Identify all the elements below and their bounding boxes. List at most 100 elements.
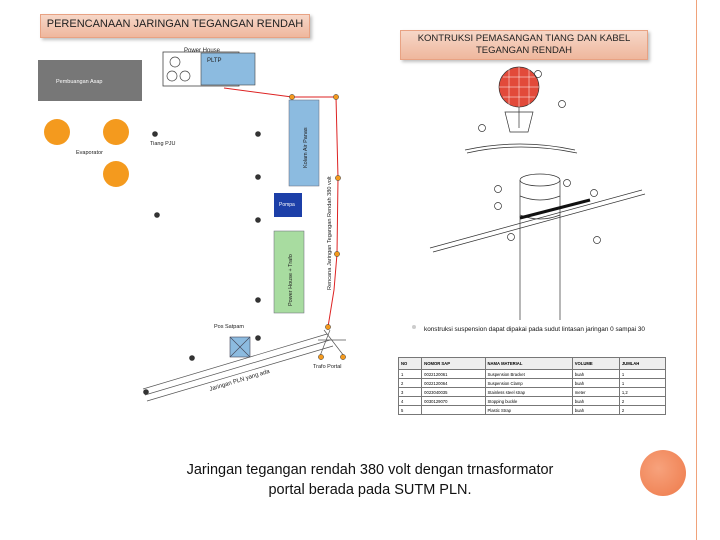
trafo-portal-label: Trafo Portal [313, 364, 342, 370]
pju-pole [154, 212, 160, 218]
power-house-trafo-box [273, 230, 305, 314]
cell: 0022120061 [421, 369, 486, 379]
network-pole [289, 94, 295, 100]
construction-title-line2: TEGANGAN RENDAH [475, 45, 573, 56]
pln-line [144, 339, 331, 396]
cell: 0023040035 [421, 387, 486, 397]
cell: 0022120064 [421, 378, 486, 388]
callout [494, 202, 502, 210]
cell: 2 [618, 405, 667, 415]
pompa-label: Pompa [279, 202, 295, 208]
trafo-portal-symbol [318, 329, 346, 357]
bracket-upper [504, 107, 534, 133]
cell: 0030129070 [421, 396, 486, 406]
kolam-box [288, 99, 320, 187]
cell: 5 [397, 405, 423, 415]
pju-pole [255, 131, 261, 137]
pju-pole [255, 174, 261, 180]
pos-satpam-label: Pos Satpam [214, 324, 244, 330]
cell: buah [571, 405, 620, 415]
generator-circle [169, 56, 181, 68]
cell: 1 [618, 369, 667, 379]
construction-title: KONTRUKSI PEMASANGAN TIANG DAN KABEL TEG… [400, 30, 648, 60]
pembuangan-box [38, 60, 142, 101]
table-row: 4 0030129070 Stopping buckle buah 2 [397, 396, 667, 406]
callout [494, 185, 502, 193]
pju-pole [152, 131, 158, 137]
plan-title: PERENCANAAN JARINGAN TEGANGAN RENDAH [40, 14, 310, 38]
cell: Stopping buckle [484, 396, 573, 406]
generator-circle [179, 70, 191, 82]
jaringan-pln-label: Jaringan PLN yang ada [209, 369, 271, 393]
col-nama-material: NAMA MATERIAL [484, 357, 573, 370]
pole-outline [519, 180, 561, 320]
callout [534, 70, 542, 78]
cable-upper [464, 143, 576, 151]
evaporator-circle [103, 119, 129, 145]
pju-pole [189, 355, 195, 361]
cell: 1 [397, 369, 423, 379]
cable-lower [429, 189, 646, 253]
evaporator-circle [103, 161, 129, 187]
pju-pole [143, 389, 149, 395]
suspension-note: konstruksi suspension dapat dipakai pada… [424, 326, 645, 333]
pju-pole [255, 297, 261, 303]
pompa-box [274, 193, 302, 217]
col-no: NO [397, 357, 423, 370]
caption-line2: portal berada pada SUTM PLN. [268, 482, 472, 498]
rencana-label: Rencana Jaringan Tegangan Rendah 380 vol… [327, 176, 333, 290]
evaporator-circle [44, 119, 70, 145]
trafo-portal-pole [318, 354, 324, 360]
cell: Suspension Bracket [484, 369, 573, 379]
cell: 4 [397, 396, 423, 406]
col-jumlah: JUMLAH [618, 357, 667, 370]
pole-top [519, 173, 561, 187]
callout [478, 124, 486, 132]
bullet-icon [412, 325, 416, 329]
cell: 1 [618, 378, 667, 388]
cell [421, 405, 486, 415]
tiang-pju-label: Tiang PJU [150, 141, 176, 147]
construction-title-line1: KONTRUKSI PEMASANGAN TIANG DAN KABEL [417, 33, 631, 44]
power-house-trafo-label: Power House + Trafo [288, 254, 294, 306]
col-nomor-sap: NOMOR SAP [421, 357, 486, 370]
col-volume: VOLUME [571, 357, 620, 370]
table-row: 5 Plastic Strap buah 2 [397, 405, 667, 415]
kolam-label: Kolam Air Panas [303, 127, 309, 168]
pos-satpam-cross [229, 336, 251, 358]
cell: buah [571, 369, 620, 379]
cable-lower-highlight [519, 198, 591, 220]
cell: 2 [618, 396, 667, 406]
pembuangan-label: Pembuangan Asap [56, 79, 102, 85]
power-house-label: Power House [184, 48, 221, 54]
cell: 2 [397, 378, 423, 388]
material-table-header: NO NOMOR SAP NAMA MATERIAL VOLUME JUMLAH [397, 357, 667, 370]
table-row: 3 0023040035 Stainless steel strap meter… [397, 387, 667, 397]
pltp-box [200, 52, 256, 86]
callout [507, 233, 515, 241]
table-row: 2 0022120064 Suspension Clamp buah 1 [397, 378, 667, 388]
evaporator-label: Evaporator [76, 150, 103, 156]
cell: Suspension Clamp [484, 378, 573, 388]
suspension-construction-drawing [429, 66, 646, 320]
table-row: 1 0022120061 Suspension Bracket buah 1 [397, 369, 667, 379]
material-table: NO NOMOR SAP NAMA MATERIAL VOLUME JUMLAH… [397, 357, 667, 415]
callout [563, 179, 571, 187]
cell: buah [571, 396, 620, 406]
cell: Plastic Strap [484, 405, 573, 415]
decorative-circle [640, 450, 686, 496]
cell: meter [571, 387, 620, 397]
cable-upper [466, 146, 578, 154]
caption-line1: Jaringan tegangan rendah 380 volt dengan… [186, 462, 554, 478]
trafo-portal-pole [340, 354, 346, 360]
slide-border [696, 0, 697, 540]
insulator-grid [499, 67, 539, 107]
cell: 1,2 [618, 387, 667, 397]
slide-caption: Jaringan tegangan rendah 380 volt dengan… [140, 460, 600, 500]
pln-line [142, 333, 328, 390]
network-pole [333, 94, 339, 100]
pju-pole [255, 335, 261, 341]
cell: 3 [397, 387, 423, 397]
network-pole [325, 324, 331, 330]
